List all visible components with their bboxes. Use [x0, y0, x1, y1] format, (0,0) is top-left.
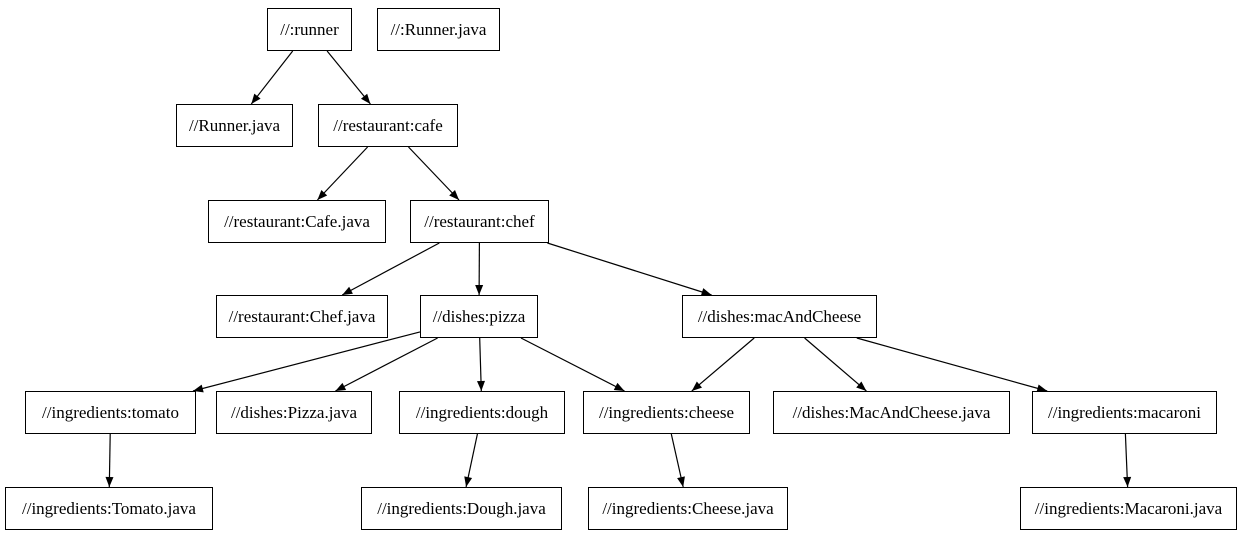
edge-chef-to-chef_java — [341, 242, 440, 296]
graph-node-macandcheese_java: //dishes:MacAndCheese.java — [773, 391, 1010, 434]
graph-node-runner: //:runner — [267, 8, 352, 51]
graph-node-cheese: //ingredients:cheese — [583, 391, 750, 434]
graph-node-cheese_java: //ingredients:Cheese.java — [588, 487, 788, 530]
graph-node-cafe_java: //restaurant:Cafe.java — [208, 200, 386, 243]
graph-node-pizza: //dishes:pizza — [420, 295, 538, 338]
edge-runner-to-runner_java — [250, 50, 294, 105]
edge-macandcheese-to-cheese — [691, 337, 755, 392]
edge-macaroni-to-macaroni_java — [1123, 433, 1132, 488]
edge-cafe-to-cafe_java — [316, 146, 369, 201]
graph-node-chef_java: //restaurant:Chef.java — [216, 295, 388, 338]
graph-node-pizza_java: //dishes:Pizza.java — [216, 391, 372, 434]
graph-node-tomato: //ingredients:tomato — [25, 391, 196, 434]
edge-tomato-to-tomato_java — [105, 433, 114, 488]
graph-node-runner_java: //Runner.java — [176, 104, 293, 147]
edge-macandcheese-to-macandcheese_java — [804, 337, 867, 392]
edge-chef-to-macandcheese — [547, 242, 712, 296]
edge-macandcheese-to-macaroni — [856, 337, 1048, 393]
edge-cafe-to-chef — [408, 146, 460, 201]
graph-node-chef: //restaurant:chef — [410, 200, 549, 243]
graph-node-macandcheese: //dishes:macAndCheese — [682, 295, 877, 338]
edge-pizza-to-tomato — [192, 331, 421, 393]
graph-node-root_runner_java: //:Runner.java — [377, 8, 500, 51]
graph-node-macaroni_java: //ingredients:Macaroni.java — [1020, 487, 1237, 530]
graph-node-tomato_java: //ingredients:Tomato.java — [5, 487, 213, 530]
edge-runner-to-cafe — [326, 50, 371, 105]
graph-node-dough_java: //ingredients:Dough.java — [361, 487, 562, 530]
graph-node-cafe: //restaurant:cafe — [318, 104, 458, 147]
graph-node-dough: //ingredients:dough — [399, 391, 565, 434]
edge-pizza-to-cheese — [520, 337, 625, 392]
edge-pizza-to-pizza_java — [335, 337, 438, 392]
graph-node-macaroni: //ingredients:macaroni — [1032, 391, 1217, 434]
edge-dough-to-dough_java — [464, 433, 478, 488]
edge-cheese-to-cheese_java — [670, 433, 685, 488]
edge-pizza-to-dough — [477, 337, 485, 392]
